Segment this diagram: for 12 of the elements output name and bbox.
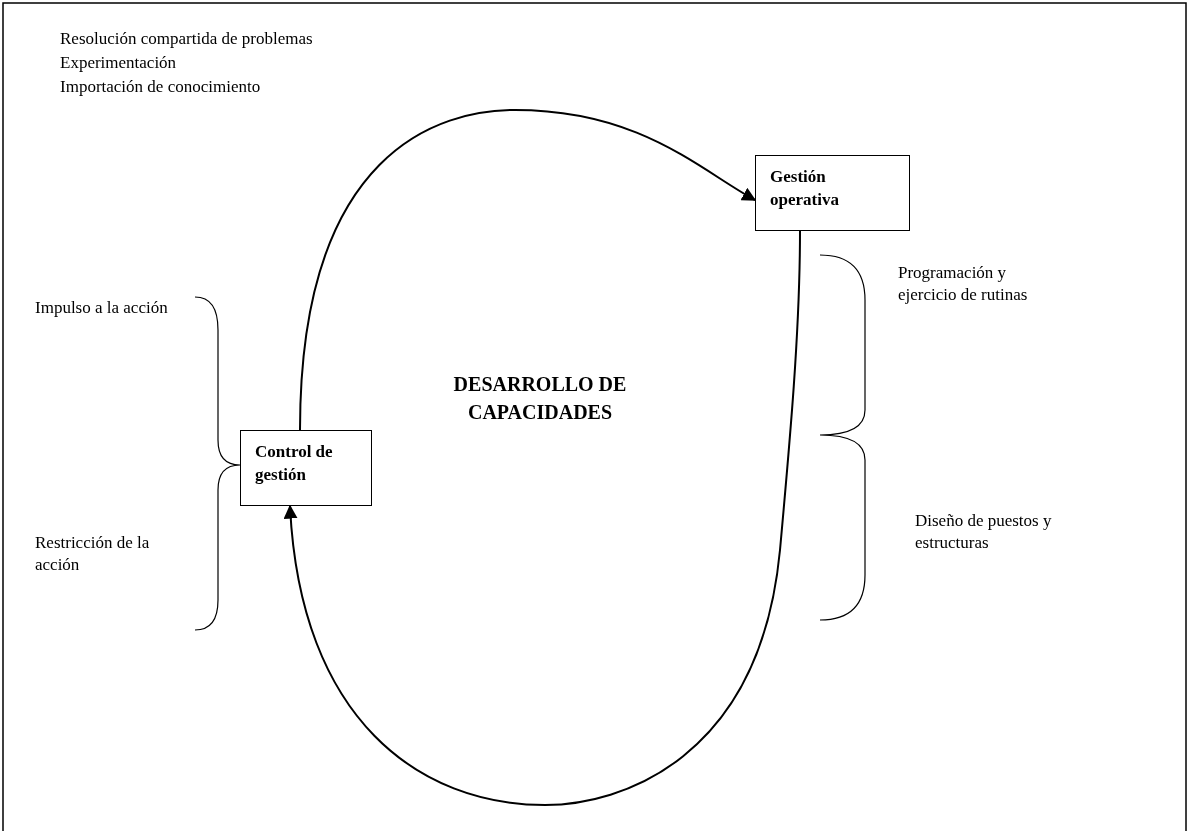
note-text: Restricción de la acción	[35, 532, 151, 577]
curved-arrow	[284, 230, 801, 806]
note-text: Importación de conocimiento	[60, 76, 262, 98]
note-text: Programación y ejercicio de rutinas	[898, 262, 1029, 307]
process-box: Gestión operativa	[755, 155, 910, 231]
note-text: Impulso a la acción	[35, 297, 169, 319]
process-box: Control de gestión	[240, 430, 372, 506]
note-text: Experimentación	[60, 52, 178, 74]
note-text: Resolución compartida de problemas	[60, 28, 314, 50]
note-text: Diseño de puestos y estructuras	[915, 510, 1053, 555]
center-title: DESARROLLO DE CAPACIDADES	[440, 370, 640, 460]
curved-arrow	[299, 109, 757, 431]
